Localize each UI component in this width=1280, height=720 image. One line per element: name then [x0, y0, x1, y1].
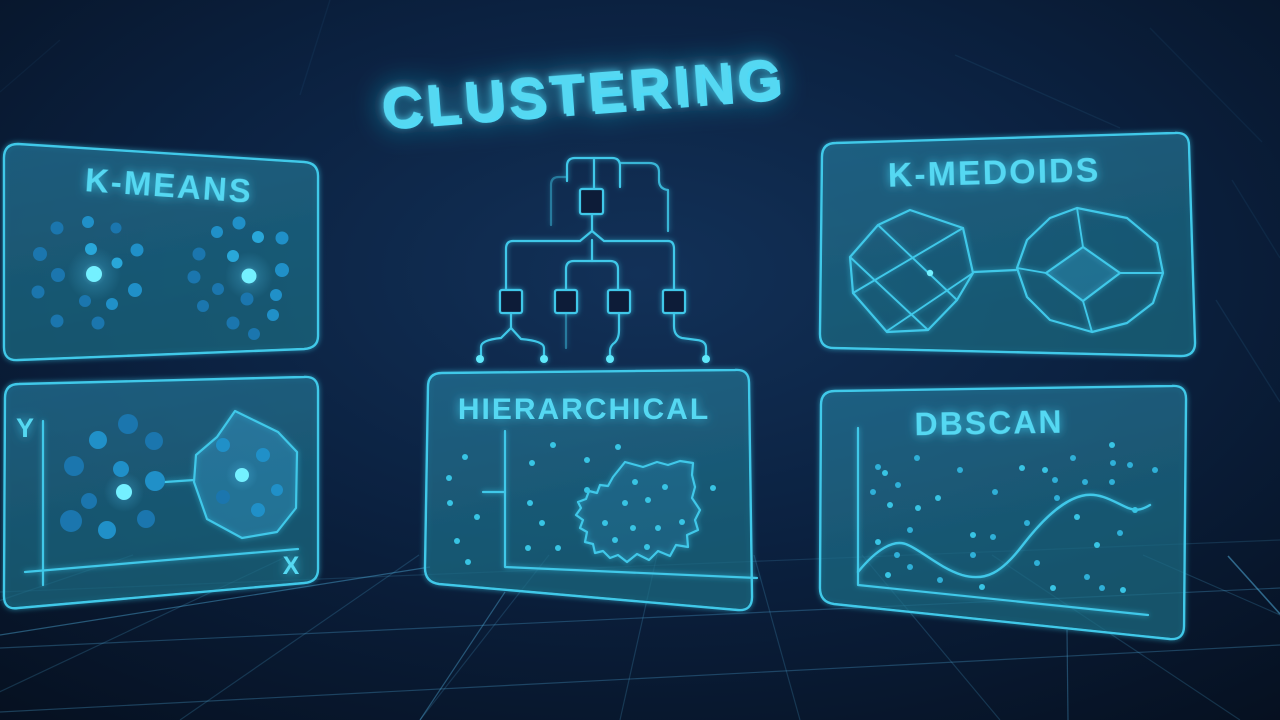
cluster-connector-line [163, 478, 196, 484]
medoid-connector [972, 268, 1018, 274]
background-streaks [0, 0, 1280, 403]
y-axis-label: Y [16, 413, 34, 443]
hierarchical-cluster-blob [574, 459, 702, 564]
hierarchical-panel: HIERARCHICAL [423, 368, 759, 612]
medoid-center-dot [926, 269, 934, 277]
hierarchical-dots [446, 442, 716, 565]
kmeans-centroid-right [241, 268, 257, 284]
x-axis-label: X [283, 552, 300, 580]
dbscan-axis [856, 426, 1150, 617]
scatter-centroid-left [116, 484, 132, 500]
medoid-gem-left [848, 208, 975, 334]
dendrogram-leaf-dots [476, 355, 710, 363]
kmedoids-title: K-MEDOIDS [887, 151, 1100, 195]
dbscan-panel-border [818, 384, 1188, 641]
x-axis-line [23, 547, 300, 574]
dbscan-dots [870, 442, 1158, 593]
kmeans-centroid-left [86, 266, 102, 282]
hierarchical-axis [503, 429, 759, 580]
scatter-centroid-right [235, 468, 249, 482]
kmeans-cluster-right [187, 216, 289, 340]
kmeans-panel: K-MEANS [2, 142, 320, 362]
hierarchical-title: HIERARCHICAL [458, 393, 710, 426]
dbscan-title: DBSCAN [914, 404, 1063, 443]
kmedoids-panel: K-MEDOIDS [818, 131, 1197, 358]
dbscan-density-curve [856, 493, 1152, 579]
xy-scatter-panel: Y X [2, 375, 320, 610]
kmedoids-panel-border [818, 131, 1197, 358]
scatter-cluster-left [60, 414, 165, 539]
dbscan-panel: DBSCAN [818, 384, 1188, 641]
dendrogram [476, 156, 710, 363]
scatter-cluster-right [216, 438, 283, 517]
kmeans-cluster-left [31, 216, 144, 330]
